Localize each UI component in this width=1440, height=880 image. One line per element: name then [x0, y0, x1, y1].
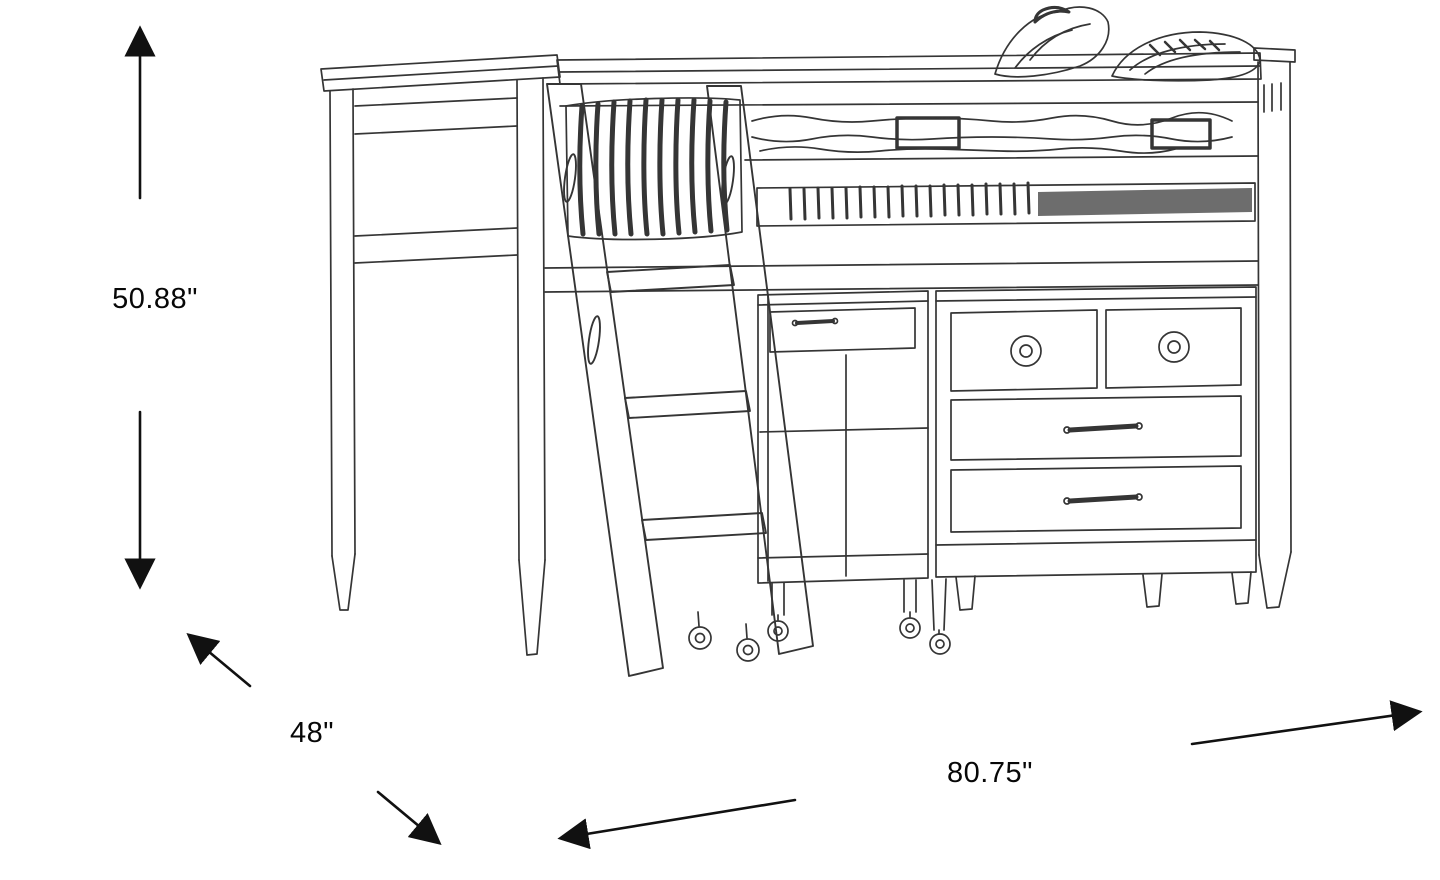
width-dimension-arrow [557, 700, 1423, 850]
desk-unit [757, 290, 947, 631]
depth-dimension-label: 48" [290, 717, 335, 749]
mattress [565, 97, 743, 241]
bed-rails [544, 52, 1262, 293]
height-dimension-label: 50.88" [112, 283, 198, 315]
depth-dimension-arrow [186, 633, 442, 845]
caster-wheels [688, 611, 951, 662]
ladder [546, 83, 814, 677]
pillows [994, 5, 1261, 82]
dresser [935, 286, 1257, 611]
headboard [320, 54, 561, 656]
width-dimension-label: 80.75" [947, 757, 1033, 789]
loft-bed-illustration [320, 5, 1296, 677]
right-post [1253, 47, 1296, 609]
